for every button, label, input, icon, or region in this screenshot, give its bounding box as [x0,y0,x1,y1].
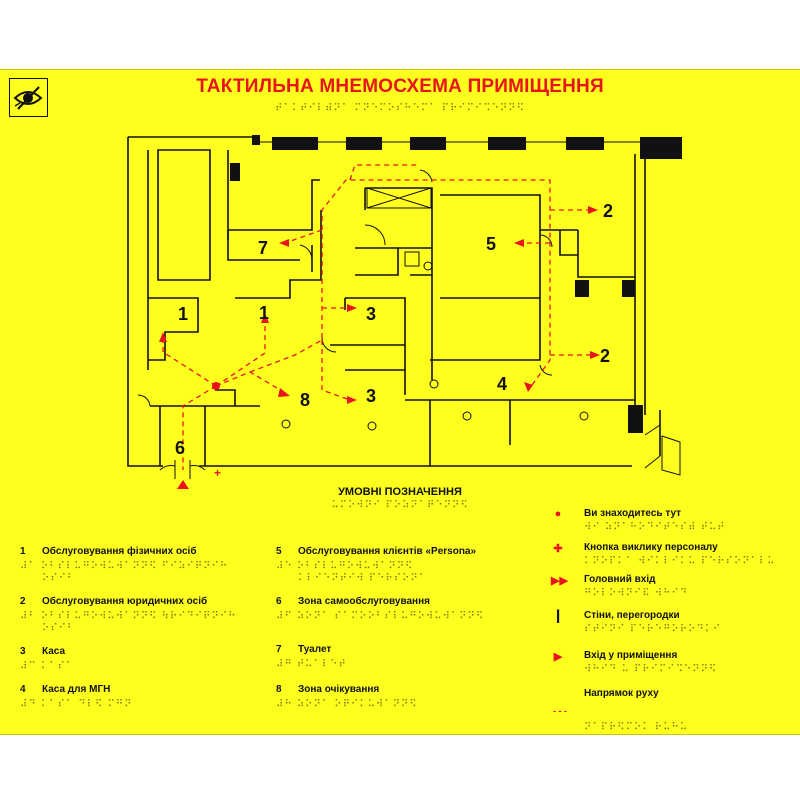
room-label-3a: 3 [366,304,376,324]
legend-title-braille: ⠥⠍⠕⠺⠝⠊ ⠏⠕⠵⠝⠁⠟⠑⠝⠝⠫ [331,500,469,511]
walls [127,136,661,467]
room-label-1b: 1 [259,303,269,323]
room-label-2b: 2 [600,346,610,366]
legend-title: УМОВНІ ПОЗНАЧЕННЯ [338,486,462,498]
title-braille: ⠞⠁⠅⠞⠊⠇⠾⠝⠁ ⠍⠝⠑⠍⠕⠎⠓⠑⠍⠁ ⠏⠗⠊⠍⠊⠩⠑⠝⠝⠫ [275,103,525,114]
you-are-here-marker [212,382,220,390]
walls-icon: ┃ [554,611,562,623]
room-label-6: 6 [175,438,185,458]
room-label-5: 5 [486,234,496,254]
room-label-1a: 1 [178,304,188,324]
route-lines [162,164,592,470]
window-blocks [230,135,682,433]
room-label-3b: 3 [366,386,376,406]
you-are-here-icon: ● [554,508,562,520]
direction-icon: - - - [553,706,567,716]
visually-impaired-logo-icon [9,78,48,117]
page-title: ТАКТИЛЬНА МНЕМОСХЕМА ПРИМІЩЕННЯ [196,76,604,97]
doors [137,169,681,479]
room-label-2a: 2 [603,201,613,221]
room-label-7: 7 [258,238,268,258]
main-entrance-icon: ▶▶ [551,575,568,587]
room-label-4: 4 [497,374,507,394]
call-button-marker: + [214,466,221,480]
call-button-icon: ✚ [553,543,563,555]
room-label-8: 8 [300,390,310,410]
tactile-plan-board: ТАКТИЛЬНА МНЕМОСХЕМА ПРИМІЩЕННЯ ⠞⠁⠅⠞⠊⠇⠾⠝… [0,69,800,735]
columns [281,251,589,431]
route-arrows [159,206,600,489]
floor-plan: + 1 1 2 2 3 3 4 5 6 7 8 [127,135,682,489]
room-entrance-icon: ▶ [553,651,563,663]
shaft [366,187,432,209]
